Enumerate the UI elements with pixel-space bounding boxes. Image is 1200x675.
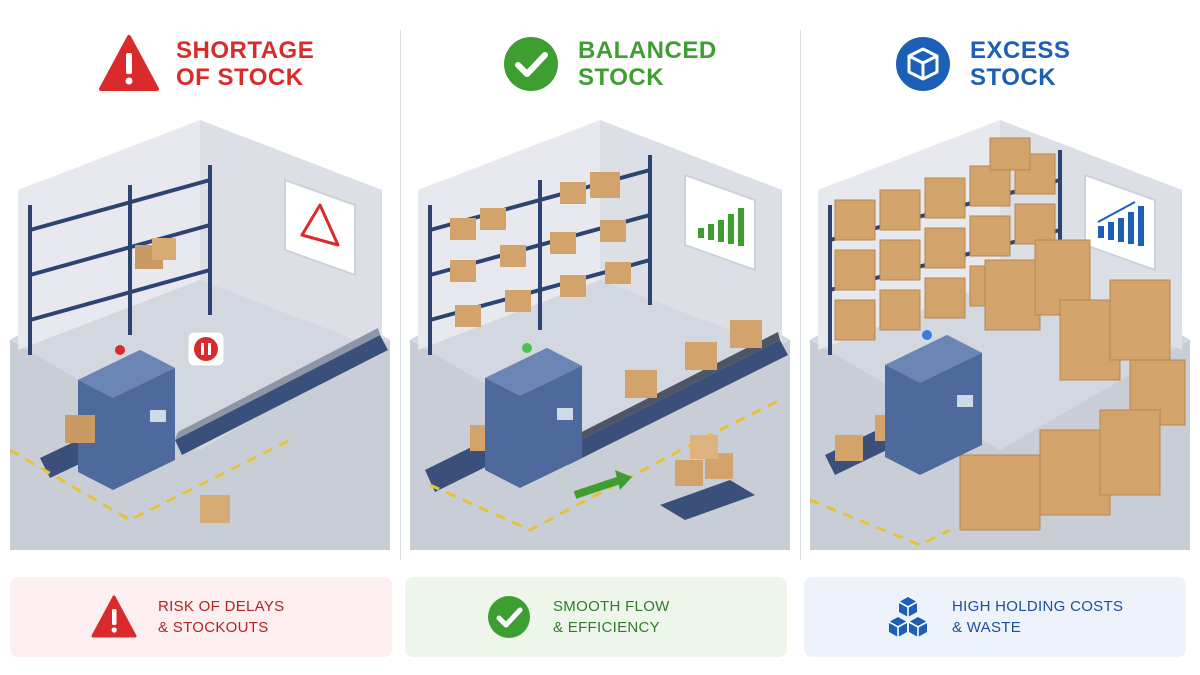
box-circle-icon (896, 37, 950, 91)
shortage-card: RISK OF DELAYS & STOCKOUTS (10, 577, 392, 657)
growth-chart-sign (684, 173, 756, 272)
warning-triangle-icon (91, 595, 137, 638)
excess-card-text: HIGH HOLDING COSTS & WASTE (952, 598, 1124, 636)
balanced-panel: BALANCED STOCK (400, 0, 800, 675)
shortage-panel: SHORTAGE OF STOCK (0, 0, 400, 675)
scanner-machine (485, 343, 582, 488)
checkmark-circle-icon (504, 37, 558, 91)
rising-chart-sign (1084, 173, 1156, 272)
stacked-boxes-icon (888, 597, 928, 637)
shelf-boxes (450, 172, 631, 327)
excess-warehouse-scene (810, 120, 1190, 550)
divider-right (800, 30, 801, 560)
pause-badge (187, 331, 225, 367)
excess-title: EXCESS STOCK (970, 37, 1071, 91)
shortage-card-text: RISK OF DELAYS & STOCKOUTS (158, 598, 285, 636)
divider-left (400, 30, 401, 560)
balanced-heading: BALANCED STOCK (500, 34, 717, 94)
scanner-machine (78, 345, 175, 490)
warning-sign (284, 178, 356, 277)
excess-card: HIGH HOLDING COSTS & WASTE (804, 577, 1186, 657)
balanced-card-text: SMOOTH FLOW & EFFICIENCY (553, 598, 670, 636)
excess-heading: EXCESS STOCK (892, 34, 1070, 94)
shelf-box-stacks (834, 137, 1056, 341)
warning-triangle-icon (99, 35, 159, 91)
excess-panel: EXCESS STOCK (800, 0, 1200, 675)
checkmark-circle-icon (488, 596, 530, 638)
pallet-stacks (959, 239, 1186, 531)
balanced-card: SMOOTH FLOW & EFFICIENCY (405, 577, 787, 657)
empty-shelf (28, 165, 212, 355)
single-box-on-shelf (135, 238, 176, 269)
shortage-heading: SHORTAGE OF STOCK (98, 34, 314, 94)
shortage-warehouse-scene (10, 120, 390, 550)
balanced-warehouse-scene (410, 120, 790, 550)
shortage-title: SHORTAGE OF STOCK (176, 37, 315, 91)
pallet-with-boxes (660, 435, 755, 520)
balanced-title: BALANCED STOCK (578, 37, 717, 91)
scanner-machine (885, 330, 982, 475)
